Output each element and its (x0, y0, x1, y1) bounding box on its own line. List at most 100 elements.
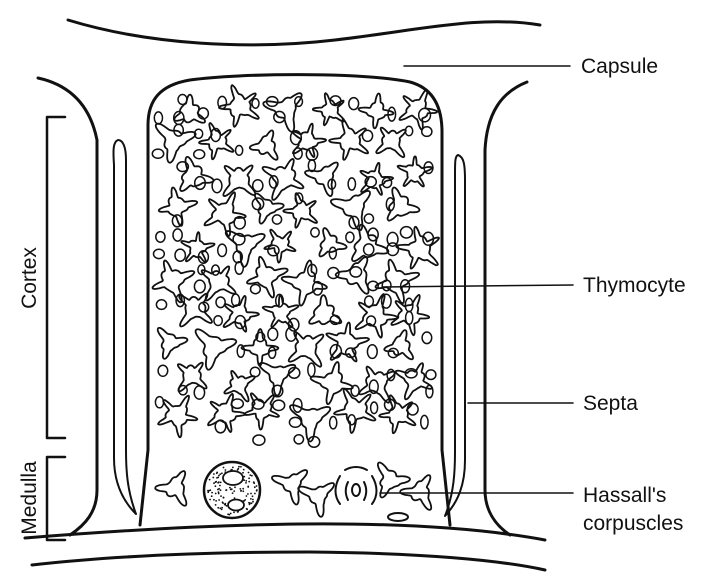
stipple-dot (249, 474, 251, 476)
cortex-label: Cortex (18, 247, 41, 309)
thymocyte-cell (387, 243, 399, 256)
thymocyte-cell (348, 415, 355, 425)
stipple-dot (220, 495, 222, 497)
stipple-dot (245, 480, 247, 482)
thymocyte-cell (178, 95, 187, 105)
thymocyte-cell (330, 417, 337, 429)
cell-outline (259, 363, 295, 396)
stipple-dot (223, 497, 225, 499)
thymocyte-cell (237, 345, 244, 357)
cell-outline (264, 230, 295, 263)
stipple-dot (251, 475, 253, 477)
stipple-dot (243, 469, 245, 471)
stipple-dot (250, 493, 252, 495)
stipple-dot (233, 490, 235, 492)
stipple-dot (211, 495, 213, 497)
stipple-dot (247, 486, 249, 488)
stipple-dot (218, 491, 220, 493)
cell-outline (155, 471, 186, 506)
thymocyte-cell (173, 229, 182, 241)
thymocyte-leader (382, 285, 573, 287)
stipple-dot (239, 488, 241, 490)
stipple-dot (237, 469, 239, 471)
thymocyte-cell (289, 417, 301, 427)
stipple-dot (215, 504, 217, 506)
thymocyte-cell (350, 267, 362, 277)
thymocyte-cell (194, 150, 205, 159)
septum-right (445, 155, 465, 516)
thymocyte-cell (218, 244, 227, 256)
stipple-dot (223, 467, 225, 469)
thymocyte-cell (407, 403, 418, 415)
thymocyte-cell (212, 179, 222, 193)
stipple-dot (218, 475, 220, 477)
cell-outline (398, 156, 432, 186)
stipple-dot (254, 493, 256, 495)
stipple-dot (219, 485, 221, 487)
thymocyte-cell (236, 146, 243, 156)
stipple-dot (213, 499, 215, 501)
thymocyte-cell (252, 99, 259, 109)
thymocyte-cell (218, 96, 227, 108)
stipple-dot (233, 511, 235, 513)
thymocyte-cell (175, 249, 185, 261)
cell-outline (331, 191, 370, 230)
stipple-dot (217, 507, 219, 509)
thymocyte-cell (351, 385, 359, 396)
cell-outline (223, 165, 255, 196)
stipple-dot (209, 499, 211, 501)
thymocyte-cell (421, 415, 428, 428)
thymocyte-cell (364, 214, 373, 223)
cell-outline (263, 295, 299, 326)
thymocyte-cell (252, 198, 263, 210)
stipple-dot (238, 466, 240, 468)
thymocyte-cell (232, 399, 244, 408)
thymocyte-cell (156, 232, 165, 243)
stipple-dot (215, 493, 217, 495)
cell-outline (376, 128, 406, 158)
stipple-dot (247, 493, 249, 495)
stipple-dot (215, 481, 217, 483)
stipple-dot (242, 490, 244, 492)
corpuscle-stipple (207, 466, 258, 516)
stipple-dot (242, 472, 244, 474)
stipple-dot (221, 472, 223, 474)
bottom-capsule-top (25, 524, 545, 540)
thymocyte-cell (235, 262, 243, 275)
thymocyte-cell (154, 112, 162, 124)
stipple-dot (252, 501, 254, 503)
stipple-dot (242, 488, 244, 490)
cell-outline (396, 227, 439, 269)
cell-outline (388, 188, 420, 221)
stipple-dot (243, 500, 245, 502)
cell-outline (329, 120, 368, 160)
cell-outline (152, 260, 194, 302)
thymocyte-cell (155, 397, 163, 408)
stipple-dot (251, 502, 253, 504)
thymocyte-cell (422, 127, 432, 137)
thymocyte-cell (272, 215, 281, 224)
thymocyte-cell (311, 228, 319, 237)
thymocyte-cell (154, 249, 165, 258)
stipple-dot (256, 489, 258, 491)
thymocyte-cell (214, 316, 222, 326)
stipple-dot (232, 492, 234, 494)
thymocyte-cell (152, 149, 163, 158)
stipple-dot (246, 495, 248, 497)
stipple-dot (232, 467, 234, 469)
stipple-dot (213, 473, 215, 475)
stipple-dot (246, 508, 248, 510)
stipple-dot (222, 502, 224, 504)
stipple-dot (219, 473, 221, 475)
stipple-dot (254, 486, 256, 488)
hassalls-corpuscle-small (336, 467, 377, 504)
cell-outline (159, 187, 197, 225)
thymocyte-cell (251, 285, 261, 294)
thymocyte-cell (400, 227, 412, 238)
medulla-label: Medulla (18, 461, 41, 535)
stipple-dot (225, 489, 227, 491)
stipple-dot (229, 514, 231, 516)
stipple-dot (215, 500, 217, 502)
thymocyte-cell (250, 367, 260, 377)
cell-outline (298, 483, 334, 517)
